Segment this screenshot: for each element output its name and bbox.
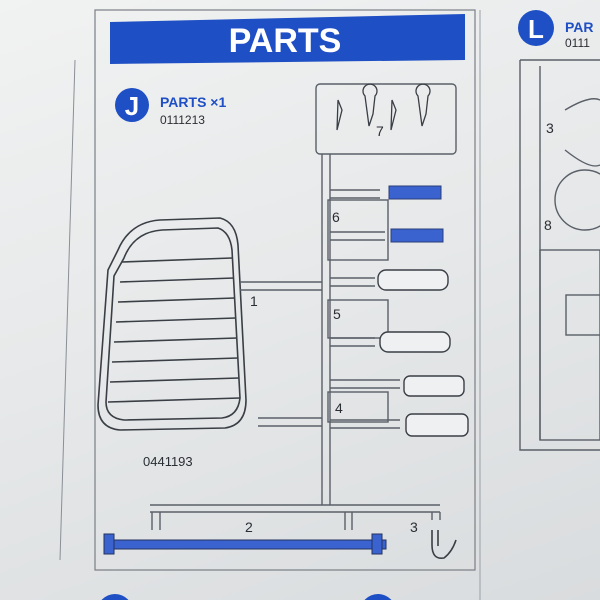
- label-part-3: 3: [410, 519, 418, 535]
- part-3-hook: [431, 530, 457, 560]
- right-label-part-8: 8: [544, 217, 552, 233]
- part-4-group: [403, 375, 469, 437]
- badge-l: [518, 10, 554, 46]
- badge-l-letter: L: [528, 14, 544, 44]
- part-6-group: [388, 185, 444, 243]
- label-part-5: 5: [333, 306, 341, 322]
- label-part-2: 2: [245, 519, 253, 535]
- badge-j-letter: J: [125, 91, 139, 121]
- sprue-frame: [150, 83, 457, 530]
- badge-j: [115, 88, 149, 122]
- part-7-group: [336, 83, 431, 131]
- section-l-code: 0111: [565, 36, 590, 50]
- right-frame-parts: [519, 59, 600, 451]
- label-part-1: 1: [250, 293, 258, 309]
- section-j-title: PARTS ×1: [160, 94, 226, 110]
- bottom-badge-left: [101, 594, 129, 600]
- grill-code: 0441193: [143, 454, 193, 469]
- right-label-part-3: 3: [546, 120, 554, 136]
- label-part-7: 7: [376, 123, 384, 139]
- parts-banner: [110, 14, 465, 64]
- section-l-title: PAR: [565, 19, 594, 35]
- grill-part: [97, 217, 247, 431]
- part-5-group: [377, 269, 451, 353]
- banner-title: PARTS: [229, 22, 342, 60]
- page-frame-left: [94, 9, 476, 571]
- page-edge-line: [59, 59, 76, 561]
- bottom-badge-right: [364, 594, 392, 600]
- label-part-6: 6: [332, 209, 340, 225]
- part-2-bar: [103, 533, 387, 555]
- section-j-code: 0111213: [160, 113, 205, 127]
- label-part-4: 4: [335, 400, 343, 416]
